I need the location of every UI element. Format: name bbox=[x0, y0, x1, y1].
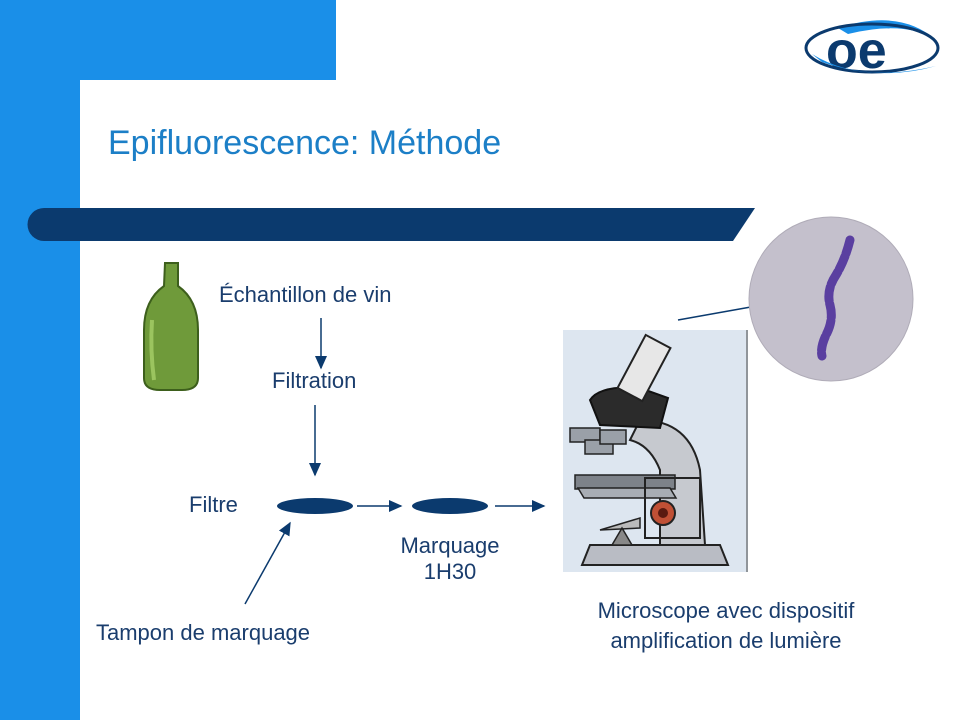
microscope-icon bbox=[563, 330, 748, 572]
stained-filter-disc bbox=[412, 498, 488, 514]
microscope-label-line2: amplification de lumière bbox=[610, 628, 842, 653]
microscope-label: Microscope avec dispositif amplification… bbox=[556, 596, 896, 656]
oe-logo-icon: oe bbox=[804, 20, 940, 80]
microscope-label-line1: Microscope avec dispositif bbox=[597, 598, 855, 623]
staining-label: Marquage 1H30 bbox=[385, 533, 515, 585]
staining-label-line1: Marquage bbox=[400, 533, 500, 558]
wine-bottle-icon bbox=[143, 262, 199, 391]
logo-text: oe bbox=[826, 22, 887, 80]
filter-label: Filtre bbox=[189, 492, 238, 517]
content-corner bbox=[80, 80, 200, 200]
staining-label-line2: 1H30 bbox=[423, 559, 477, 584]
arrow-microscope-to-micrograph bbox=[677, 301, 764, 321]
sample-label: Échantillon de vin bbox=[219, 282, 392, 307]
title-divider-bar bbox=[27, 208, 756, 241]
filtration-label: Filtration bbox=[272, 368, 357, 393]
slide-title: Epifluorescence: Méthode bbox=[108, 124, 502, 162]
buffer-label: Tampon de marquage bbox=[96, 620, 311, 645]
sidebar-blue-band bbox=[0, 0, 80, 720]
arrow-buffer-to-filter bbox=[244, 521, 291, 605]
filter-disc bbox=[277, 498, 353, 514]
bacteria-micrograph-icon bbox=[748, 216, 914, 382]
